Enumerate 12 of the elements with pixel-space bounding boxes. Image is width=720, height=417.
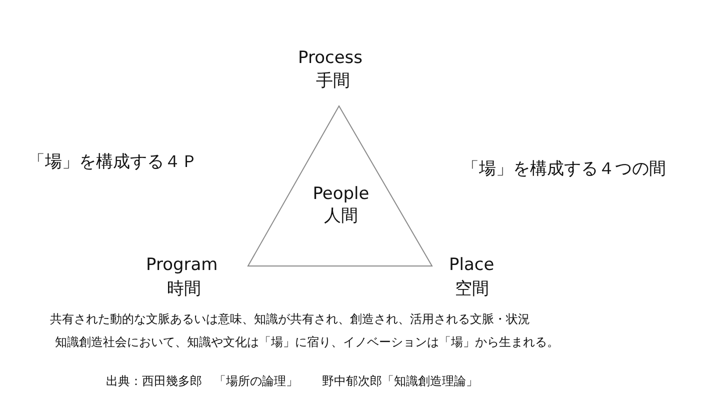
- vertex-label: Process: [298, 48, 362, 68]
- vertex-label: 空間: [455, 279, 489, 300]
- side-heading: 「場」を構成する４つの間: [462, 159, 666, 180]
- note-text: 共有された動的な文脈あるいは意味、知識が共有され、創造され、活用される文脈・状況: [50, 312, 530, 326]
- side-heading: 「場」を構成する４Ｐ: [28, 152, 198, 172]
- source-text: 出典：西田幾多郎 「場所の論理」 野中郁次郎「知識創造理論」: [106, 374, 478, 388]
- note-text: 知識創造社会において、知識や文化は「場」に宿り、イノベーションは「場」から生まれる。: [55, 335, 559, 350]
- vertex-label: 手間: [316, 71, 350, 92]
- vertex-label: Program: [146, 255, 218, 276]
- vertex-label: 時間: [167, 279, 201, 300]
- center-label: People 人間: [312, 183, 370, 228]
- vertex-label: Place: [449, 255, 494, 276]
